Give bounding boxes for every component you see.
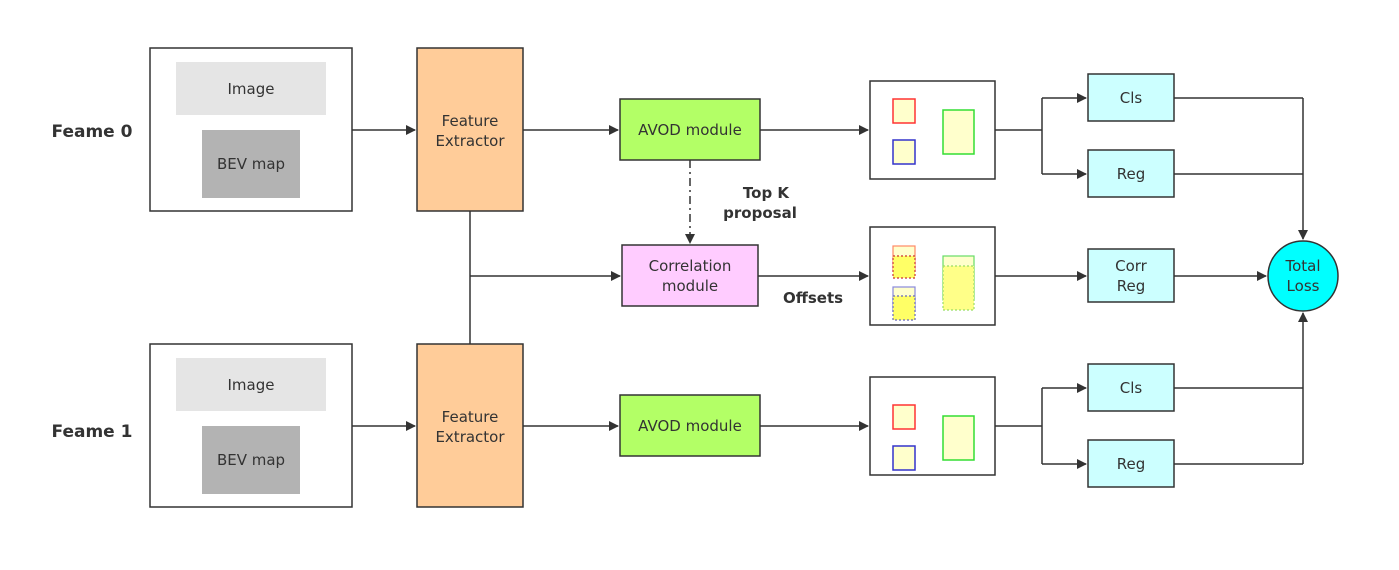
frame1-cls-label: Cls <box>1120 379 1143 397</box>
frame0-image-label: Image <box>228 80 275 98</box>
green-offset-icon <box>942 265 975 311</box>
topk-label-1: Top K <box>743 184 791 202</box>
correlation-label-1: Correlation <box>649 257 732 275</box>
frame0-avod-label: AVOD module <box>638 121 742 139</box>
frame0-bev-label: BEV map <box>217 155 285 173</box>
frame0-cls-label: Cls <box>1120 89 1143 107</box>
frame1-extractor-label-2: Extractor <box>435 428 505 446</box>
frame0-image-box <box>176 62 326 115</box>
blue-proposal-icon <box>892 139 916 165</box>
frame0-proposals-box <box>869 80 996 180</box>
frame0-bev-box <box>202 130 300 198</box>
blue-proposal-icon <box>892 445 916 471</box>
correlation-proposals-box <box>869 226 996 326</box>
red-proposal-icon <box>892 98 916 124</box>
connectors <box>352 93 1308 469</box>
frame1-bev-label: BEV map <box>217 451 285 469</box>
frame1-label: Feame 1 <box>52 422 133 442</box>
frame1-image-box <box>176 358 326 411</box>
frame0-label: Feame 0 <box>52 122 133 142</box>
frame0-reg-label: Reg <box>1117 165 1146 183</box>
frame0-cls-box <box>1087 73 1175 122</box>
total-loss-label-2: Loss <box>1287 277 1320 295</box>
frame1-avod-label: AVOD module <box>638 417 742 435</box>
correlation-label-2: module <box>662 277 718 295</box>
frame0-feature-extractor <box>416 47 524 212</box>
frame0-extractor-label-1: Feature <box>442 112 499 130</box>
offsets-label: Offsets <box>783 289 843 307</box>
corr-reg-label-1: Corr <box>1115 257 1148 275</box>
corr-reg-box <box>1087 248 1175 303</box>
frame1-proposals-box <box>869 376 996 476</box>
frame1-reg-label: Reg <box>1117 455 1146 473</box>
frame1-avod-module <box>619 394 761 457</box>
corr-reg-label-2: Reg <box>1117 277 1146 295</box>
total-loss-node <box>1267 240 1339 312</box>
correlation-module <box>621 244 759 307</box>
red-proposal-icon <box>892 404 916 430</box>
frame1-bev-box <box>202 426 300 494</box>
red-offset-icon <box>892 255 916 279</box>
topk-label-2: proposal <box>723 204 797 222</box>
total-loss-label-1: Total <box>1284 257 1320 275</box>
green-proposal-icon <box>942 109 975 155</box>
green-proposal-icon <box>942 415 975 461</box>
frame0-extractor-label-2: Extractor <box>435 132 505 150</box>
frame1-reg-box <box>1087 439 1175 488</box>
frame1-extractor-label-1: Feature <box>442 408 499 426</box>
frame1-image-label: Image <box>228 376 275 394</box>
blue-offset-icon <box>892 295 916 321</box>
